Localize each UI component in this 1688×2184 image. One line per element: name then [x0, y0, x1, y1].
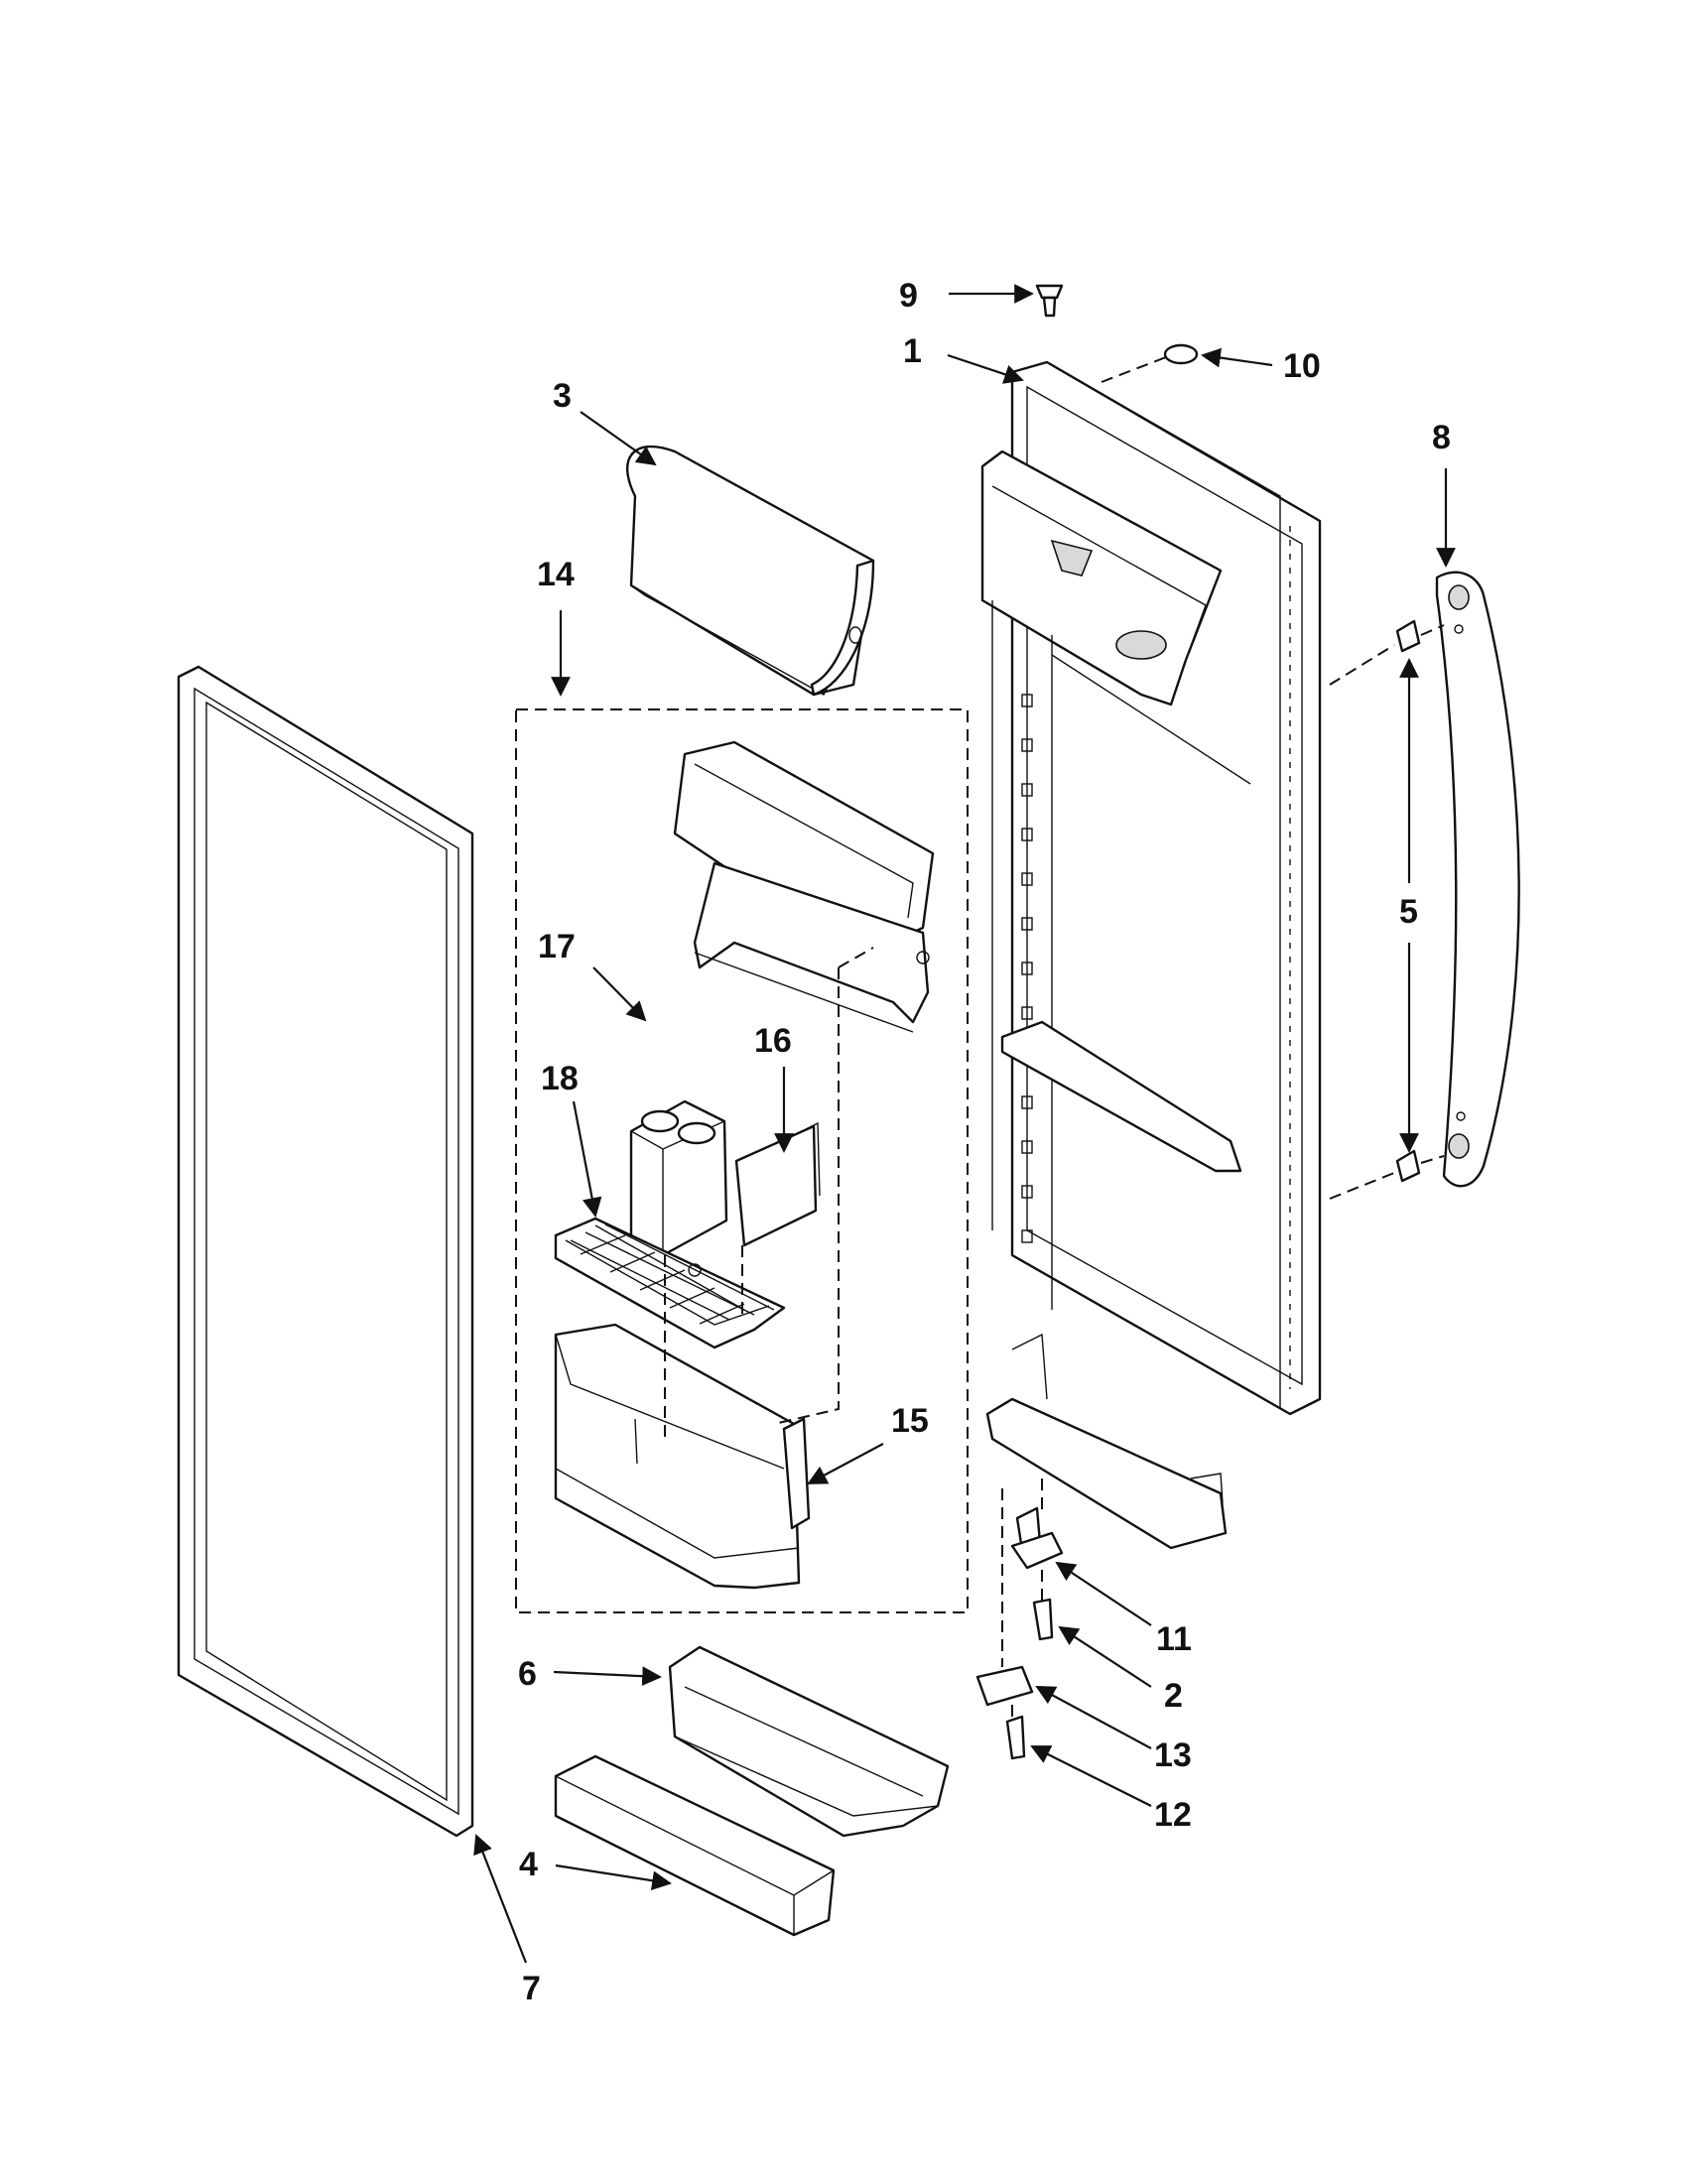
callout-13: 13: [1154, 1736, 1192, 1774]
callout-6: 6: [518, 1655, 537, 1693]
ice-bucket-part: [629, 1099, 728, 1257]
ice-bin-part: [554, 1323, 811, 1590]
callout-18: 18: [541, 1060, 579, 1097]
panel-part: [734, 1121, 821, 1247]
callout-14: 14: [537, 556, 575, 593]
callout-8: 8: [1432, 419, 1451, 456]
shelf-bar-part: [554, 1754, 836, 1937]
callout-5: 5: [1399, 893, 1418, 931]
callout-17: 17: [538, 928, 576, 965]
leader-lines: [473, 284, 1456, 1964]
callout-12: 12: [1154, 1796, 1192, 1834]
callout-2: 2: [1164, 1677, 1183, 1715]
callout-4: 4: [519, 1846, 538, 1883]
bracket-13-part: [975, 1665, 1034, 1707]
door-gasket-part: [177, 665, 474, 1838]
callout-7: 7: [522, 1970, 541, 2007]
screw-2-part: [1032, 1598, 1054, 1641]
screw-12-part: [1005, 1715, 1026, 1760]
callout-10: 10: [1283, 347, 1321, 385]
callout-3: 3: [553, 377, 572, 415]
callout-1: 1: [903, 332, 922, 370]
plug-part: [1163, 343, 1199, 365]
ice-bin-housing-part: [673, 740, 935, 1033]
callout-16: 16: [754, 1022, 792, 1060]
door-bin-part: [668, 1645, 950, 1838]
screw-9-part: [1035, 284, 1064, 318]
callout-15: 15: [891, 1402, 929, 1440]
drip-grille-part: [554, 1217, 786, 1349]
door-handle-part: [1435, 571, 1520, 1188]
callout-11: 11: [1156, 1620, 1192, 1658]
callout-9: 9: [899, 277, 918, 315]
door-liner-part: [980, 360, 1322, 1550]
handle-screws-part: [1395, 619, 1421, 1183]
dispenser-cover-part: [625, 445, 875, 697]
hinge-bracket-part: [1010, 1506, 1064, 1570]
